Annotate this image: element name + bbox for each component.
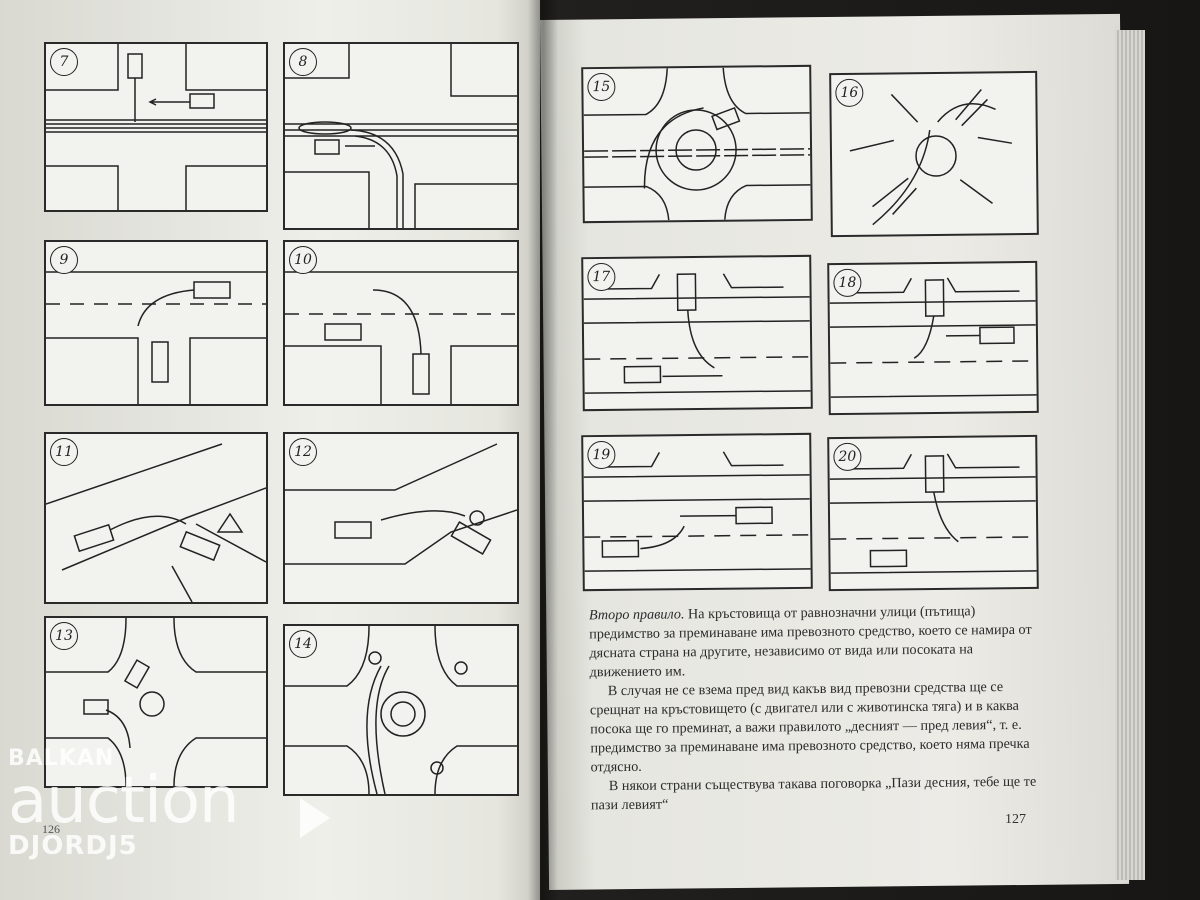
left-page: 7 8 [0,0,540,900]
watermark-main-text: auction [8,764,240,838]
diagram-panel-18: 18 [827,260,1039,416]
panel-number: 17 [587,262,616,292]
page-number-right: 127 [1005,812,1026,827]
diagram-panel-17: 17 [581,254,813,412]
intersection-diagram [285,271,517,404]
diagram-panel-9: 9 [44,240,268,406]
diagram-panel-19: 19 [581,432,813,592]
diagram-panel-10: 10 [283,240,519,406]
roundabout-diagram [583,67,811,221]
panel-number: 16 [835,78,864,108]
book-gutter [528,0,558,900]
diagram-panel-16: 16 [829,70,1039,238]
intersection-diagram [46,271,266,404]
panel-number: 7 [50,48,78,76]
diagram-panel-20: 20 [827,434,1039,592]
body-text: Второ правило. На кръстовища от равнозна… [589,602,1041,816]
diagram-panel-14: 14 [283,624,519,796]
paragraph-explanation: В случая не се взема пред вид какъв вид … [589,679,1030,776]
road-diagram [829,277,1037,398]
panel-number: 10 [289,246,317,274]
page-edges [1115,30,1145,880]
panel-number: 19 [587,440,616,470]
road-diagram [583,273,811,394]
panel-number: 14 [289,630,317,658]
panel-number: 8 [289,48,317,76]
diagram-panel-11: 11 [44,432,268,604]
watermark-bottom-text: DJORDJ5 [8,831,138,861]
roundabout-diagram [849,89,1013,226]
panel-number: 13 [50,622,78,650]
watermark: BALKAN auction DJORDJ5 [8,746,330,861]
road-diagram [583,451,811,572]
diagram-panel-12: 12 [283,432,519,604]
watermark-top-text: BALKAN [8,746,115,771]
panel-number: 12 [289,438,317,466]
road-diagram [829,453,1037,574]
roundabout-diagram [46,618,266,786]
page-number-left: 126 [42,822,60,836]
panel-number: 20 [833,442,862,472]
play-arrow-icon [300,798,330,838]
diagram-panel-7: 7 [44,42,268,212]
diagram-panel-13: 13 [44,616,268,788]
roundabout-diagram [285,626,517,794]
diagram-panel-15: 15 [581,64,813,224]
panel-number: 15 [587,72,616,102]
panel-number: 11 [50,438,78,466]
intersection-diagram [285,443,517,565]
intersection-diagram [285,44,517,228]
intersection-diagram [46,44,266,210]
rule-title: Второ правило. [588,606,685,624]
paragraph-proverb: В някои страни съществува такава поговор… [590,773,1037,814]
panel-number: 18 [833,268,862,298]
paragraph-rule: Второ правило. На кръстовища от равнозна… [589,602,1040,683]
intersection-diagram [46,443,266,602]
panel-number: 9 [50,246,78,274]
diagram-panel-8: 8 [283,42,519,230]
